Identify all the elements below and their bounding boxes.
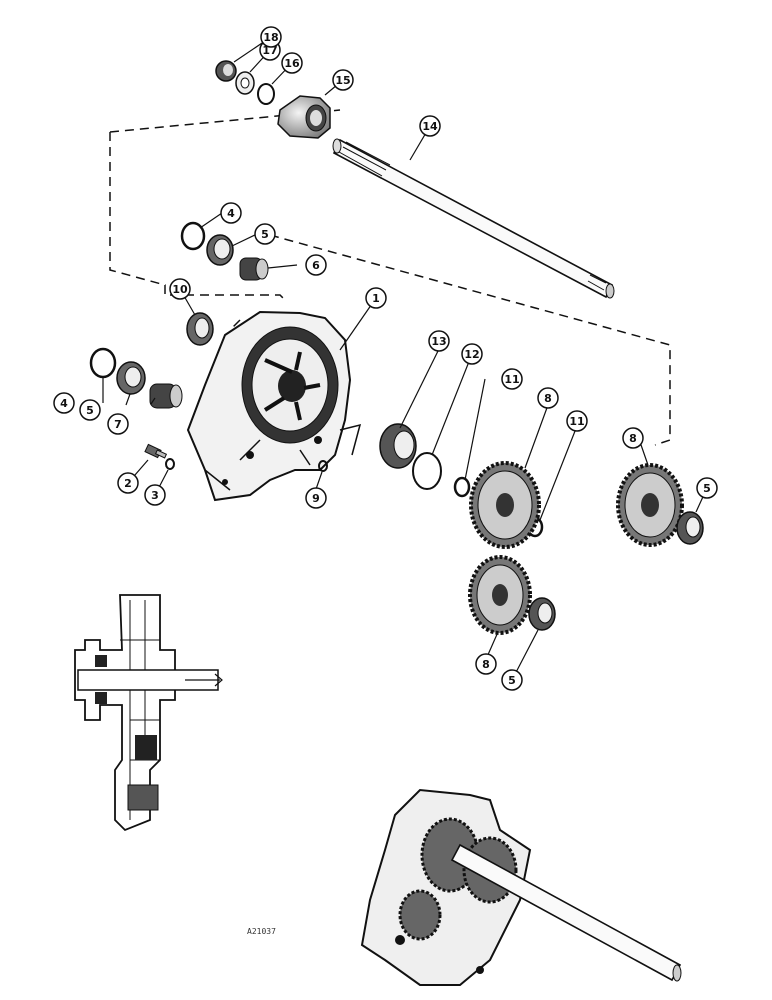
svg-text:3: 3 [151, 489, 159, 502]
bearing-part-5-left [116, 361, 146, 395]
svg-text:1: 1 [372, 292, 380, 305]
svg-text:5: 5 [261, 228, 269, 241]
bearing-part-5-lower [528, 597, 556, 631]
callout-2: 2 [117, 472, 139, 494]
assembled-view [360, 788, 682, 986]
housing-part-1 [186, 310, 362, 502]
bolt-part-2 [144, 443, 168, 459]
callout-1: 1 [365, 287, 387, 309]
callout-8-center: 8 [537, 387, 559, 409]
o-ring-part-12 [412, 452, 442, 490]
snap-ring-part-4-lower [89, 347, 117, 379]
svg-text:4: 4 [60, 397, 68, 410]
gear-part-7 [149, 383, 183, 409]
callout-5-lower: 5 [501, 669, 523, 691]
svg-text:4: 4 [227, 207, 235, 220]
callout-11-left: 11 [501, 368, 523, 390]
bearing-part-5-upper [206, 234, 234, 266]
svg-text:11: 11 [569, 415, 584, 428]
seal-part-10 [186, 312, 214, 346]
shaft-part-14 [332, 138, 615, 299]
callout-10: 10 [169, 278, 191, 300]
svg-text:5: 5 [508, 674, 516, 687]
cross-section-view [74, 594, 223, 832]
gear-part-6 [239, 257, 269, 281]
callout-14: 14 [419, 115, 441, 137]
snap-ring-part-11-left [453, 476, 471, 498]
svg-text:11: 11 [504, 373, 519, 386]
svg-text:5: 5 [86, 404, 94, 417]
callouts: 1 2 3 4 4 5 5 5 5 6 7 8 8 8 9 10 11 11 1… [53, 26, 718, 691]
figure-code: A21037 [247, 927, 276, 936]
svg-text:14: 14 [422, 120, 438, 133]
svg-text:8: 8 [482, 658, 490, 671]
callout-7: 7 [107, 413, 129, 435]
svg-text:5: 5 [703, 482, 711, 495]
o-ring-part-9 [318, 460, 328, 472]
callout-18: 18 [260, 26, 282, 48]
bearing-part-5-right [676, 511, 704, 545]
o-ring-part-16 [257, 83, 275, 105]
callout-5-upper: 5 [254, 223, 276, 245]
svg-text:10: 10 [172, 283, 188, 296]
svg-text:13: 13 [431, 335, 446, 348]
callout-4-lower: 4 [53, 392, 75, 414]
callout-15: 15 [332, 69, 354, 91]
callout-3: 3 [144, 484, 166, 506]
svg-text:8: 8 [544, 392, 552, 405]
bearing-cap-part-15 [277, 95, 331, 139]
callout-12: 12 [461, 343, 483, 365]
callout-11-right: 11 [566, 410, 588, 432]
svg-text:9: 9 [312, 492, 320, 505]
callout-13: 13 [428, 330, 450, 352]
svg-text:15: 15 [335, 74, 350, 87]
callout-9: 9 [305, 487, 327, 509]
callout-4-upper: 4 [220, 202, 242, 224]
gear-part-8-right [616, 463, 684, 547]
nut-part-18 [215, 60, 237, 82]
svg-text:2: 2 [124, 477, 132, 490]
svg-text:6: 6 [312, 259, 320, 272]
bearing-part-13 [379, 423, 417, 469]
assembly-boundary-dashed [109, 109, 671, 446]
callout-8-lower: 8 [475, 653, 497, 675]
callout-8-right: 8 [622, 427, 644, 449]
callout-6: 6 [305, 254, 327, 276]
svg-text:16: 16 [284, 57, 300, 70]
svg-text:8: 8 [629, 432, 637, 445]
svg-text:12: 12 [464, 348, 479, 361]
callout-5-right: 5 [696, 477, 718, 499]
callout-16: 16 [281, 52, 303, 74]
gear-part-8-lower [468, 555, 532, 635]
svg-text:7: 7 [114, 418, 122, 431]
snap-ring-part-4-upper [180, 221, 206, 251]
svg-text:18: 18 [263, 31, 278, 44]
gear-part-8-center [469, 461, 541, 549]
leader-lines [102, 36, 708, 681]
washer-part-3 [165, 458, 175, 470]
callout-5-left: 5 [79, 399, 101, 421]
washer-part-17 [235, 71, 255, 95]
